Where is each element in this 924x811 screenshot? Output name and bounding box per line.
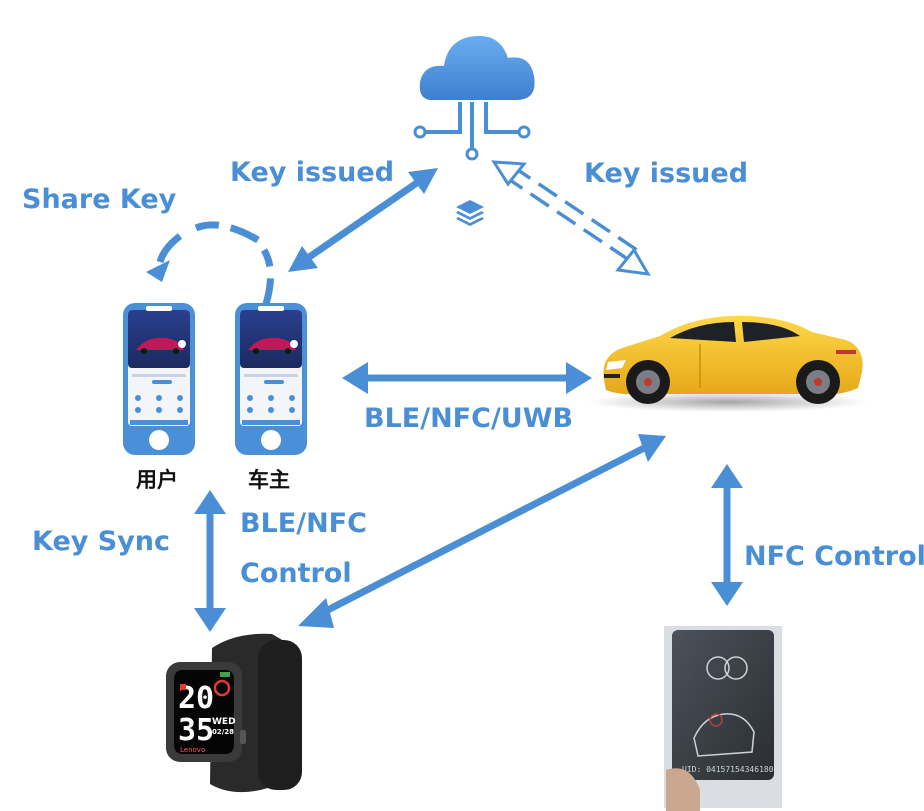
arrow-ble-nfc-uwb (342, 362, 592, 394)
label-key-issued-right: Key issued (584, 158, 749, 189)
layers-icon (456, 200, 484, 226)
smartwatch-image: 20 35 WED 02/28 Lenovo (166, 633, 302, 793)
arrow-nfc-control (711, 464, 743, 606)
watch-brand: Lenovo (180, 746, 205, 754)
label-key-sync: Key Sync (32, 526, 171, 557)
label-control: Control (240, 558, 352, 589)
label-user: 用户 (136, 468, 178, 492)
arrow-key-issued-left (288, 168, 438, 272)
car-image (588, 315, 868, 412)
arrow-watch-car (298, 434, 666, 628)
arrow-key-issued-right (491, 160, 651, 276)
share-key-arrowhead (146, 260, 170, 282)
card-uid: UID: 04157154346180 (682, 765, 774, 774)
watch-date: 02/28 (212, 728, 234, 736)
label-owner: 车主 (248, 468, 290, 492)
phone-user (123, 303, 195, 455)
label-ble-nfc: BLE/NFC (240, 508, 367, 539)
label-nfc-control: NFC Control (744, 541, 924, 572)
arrow-share-key (156, 221, 274, 305)
label-ble-nfc-uwb: BLE/NFC/UWB (364, 403, 574, 434)
arrow-key-sync (194, 490, 226, 632)
watch-weekday: WED (212, 717, 236, 727)
nfc-card-image: UID: 04157154346180 (664, 626, 782, 811)
label-share-key: Share Key (22, 184, 177, 215)
watch-minute: 35 (178, 713, 214, 748)
label-key-issued-left: Key issued (230, 157, 395, 188)
cloud-icon (413, 35, 535, 161)
phone-owner (235, 303, 307, 455)
